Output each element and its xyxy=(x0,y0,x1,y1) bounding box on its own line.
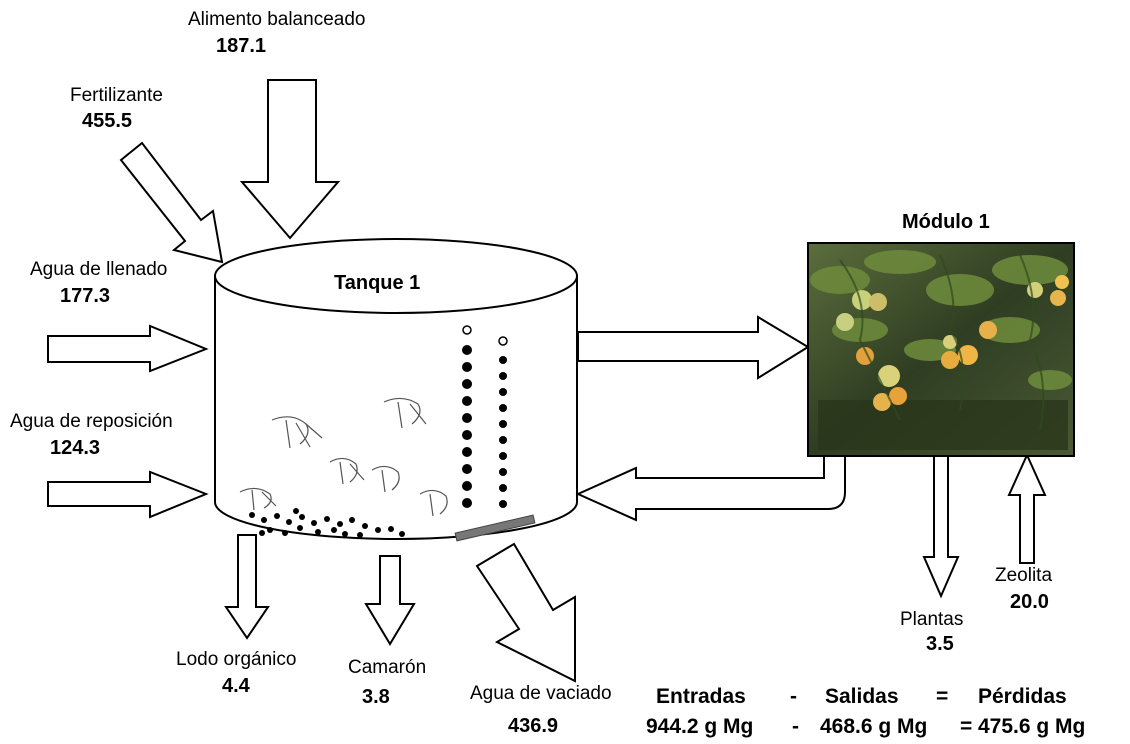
plantas-value: 3.5 xyxy=(926,634,954,654)
agua-reposicion-label: Agua de reposición xyxy=(10,412,173,431)
fertilizante-value: 455.5 xyxy=(82,111,132,131)
camaron-arrow xyxy=(366,556,414,644)
agua-llenado-value: 177.3 xyxy=(60,286,110,306)
agua-llenado-arrow xyxy=(48,326,206,371)
alimento-label: Alimento balanceado xyxy=(188,10,365,29)
fertilizante-arrow xyxy=(121,143,222,262)
alimento-value: 187.1 xyxy=(216,36,266,56)
balance-equals-2: = xyxy=(960,716,972,737)
plantas-label: Plantas xyxy=(900,610,963,629)
agua-reposicion-value: 124.3 xyxy=(50,438,100,458)
zeolita-value: 20.0 xyxy=(1010,592,1049,612)
fertilizante-label: Fertilizante xyxy=(70,86,163,105)
salidas-label: Salidas xyxy=(825,686,899,707)
lodo-value: 4.4 xyxy=(222,676,250,696)
camaron-label: Camarón xyxy=(348,658,426,677)
balance-minus-2: - xyxy=(792,716,799,737)
perdidas-label: Pérdidas xyxy=(978,686,1067,707)
entradas-value: 944.2 g Mg xyxy=(646,716,753,737)
agua-reposicion-arrow xyxy=(48,472,206,517)
lodo-arrow xyxy=(226,535,268,638)
plantas-arrow xyxy=(924,452,958,596)
tank-label: Tanque 1 xyxy=(334,273,420,293)
entradas-label: Entradas xyxy=(656,686,746,707)
agua-llenado-label: Agua de llenado xyxy=(30,260,167,279)
module-label: Módulo 1 xyxy=(902,212,990,232)
balance-equals: = xyxy=(936,686,948,707)
balance-minus: - xyxy=(790,686,797,707)
perdidas-value: 475.6 g Mg xyxy=(978,716,1085,737)
agua-vaciado-value: 436.9 xyxy=(508,716,558,736)
salidas-value: 468.6 g Mg xyxy=(820,716,927,737)
module-photo xyxy=(808,243,1074,456)
lodo-label: Lodo orgánico xyxy=(176,650,296,669)
zeolita-arrow xyxy=(1009,455,1045,563)
tank-to-module-arrow xyxy=(578,317,808,378)
module-return-arrow xyxy=(578,455,845,520)
alimento-arrow xyxy=(242,80,338,238)
agua-vaciado-label: Agua de vaciado xyxy=(470,684,612,703)
camaron-value: 3.8 xyxy=(362,687,390,707)
zeolita-label: Zeolita xyxy=(995,566,1052,585)
agua-vaciado-arrow xyxy=(477,544,575,681)
